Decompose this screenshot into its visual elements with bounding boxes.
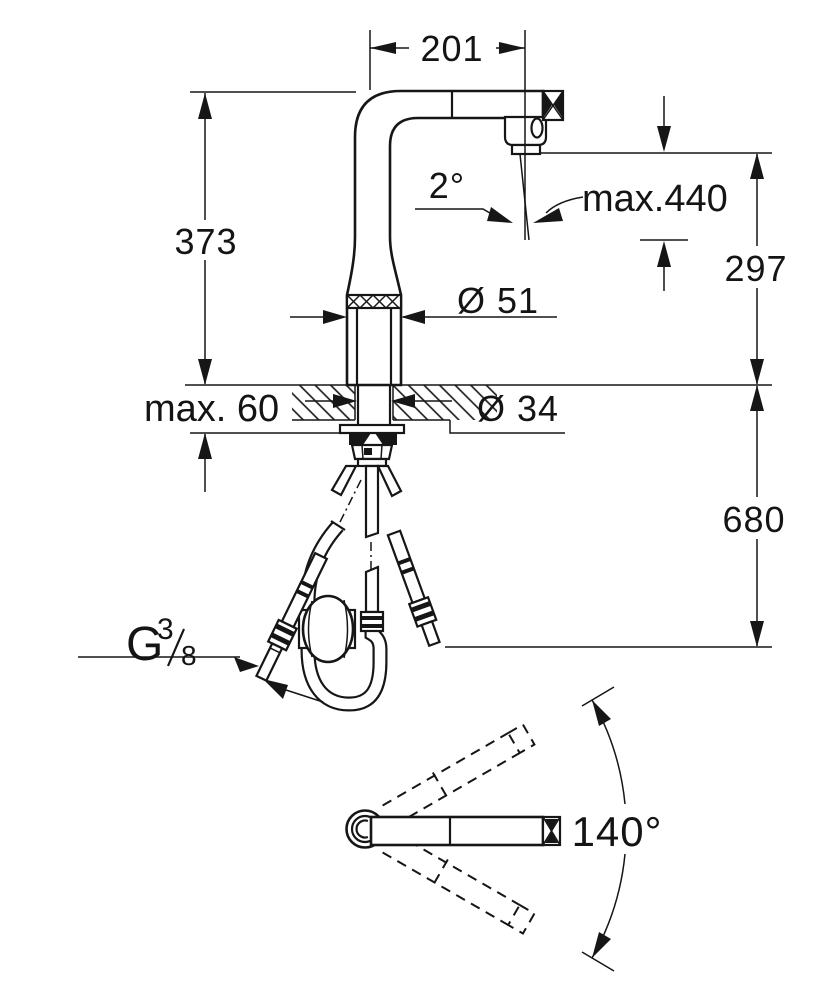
label-swivel-range: 140°: [572, 808, 663, 855]
faucet-elevation: [345, 89, 565, 425]
label-outlet-height: 297: [724, 248, 787, 289]
dimension-373: [198, 93, 212, 385]
dimension-2deg: [415, 153, 584, 241]
label-stream-angle: 2°: [429, 165, 465, 206]
annotations: 201 373 2° max.440 297 Ø 51 max. 60 Ø 34…: [126, 28, 787, 855]
hose-weight: [297, 594, 357, 664]
label-deck-thickness: max. 60: [144, 388, 279, 430]
label-thread-g38: G 3 8: [126, 613, 197, 671]
label-thread-denominator: 8: [181, 640, 197, 671]
dimension-g38-leader: [78, 656, 324, 703]
label-body-diameter: Ø 51: [457, 280, 539, 321]
dimension-297: [750, 153, 764, 385]
supply-hose-left: [254, 551, 329, 683]
label-reach: 201: [420, 28, 483, 69]
spray-head: [503, 115, 548, 156]
label-height: 373: [174, 221, 237, 262]
spout-tip: [541, 815, 562, 847]
hose-coupling-nut: [359, 610, 385, 633]
mounting-hardware: [330, 423, 406, 570]
reference-lines: [185, 91, 772, 648]
dimension-201: [369, 30, 526, 240]
label-thread-letter: G: [126, 618, 163, 671]
grip-ring: [345, 293, 403, 310]
swivel-plan-view: [345, 686, 626, 972]
label-hose-length: 680: [722, 499, 785, 540]
dimension-dia51: [290, 310, 557, 324]
dimension-max60: [198, 433, 212, 492]
handle-end: [541, 89, 565, 122]
supply-hose-right: [386, 529, 441, 648]
swivel-arc: [581, 686, 626, 972]
label-hole-diameter: Ø 34: [477, 388, 559, 429]
dimension-680: [750, 385, 764, 647]
dimension-dia34: [305, 394, 452, 408]
label-thread-numerator: 3: [157, 613, 174, 646]
swivel-position-upper: [382, 723, 536, 827]
label-pullout: max.440: [582, 178, 728, 220]
dimension-max440: [640, 96, 688, 291]
